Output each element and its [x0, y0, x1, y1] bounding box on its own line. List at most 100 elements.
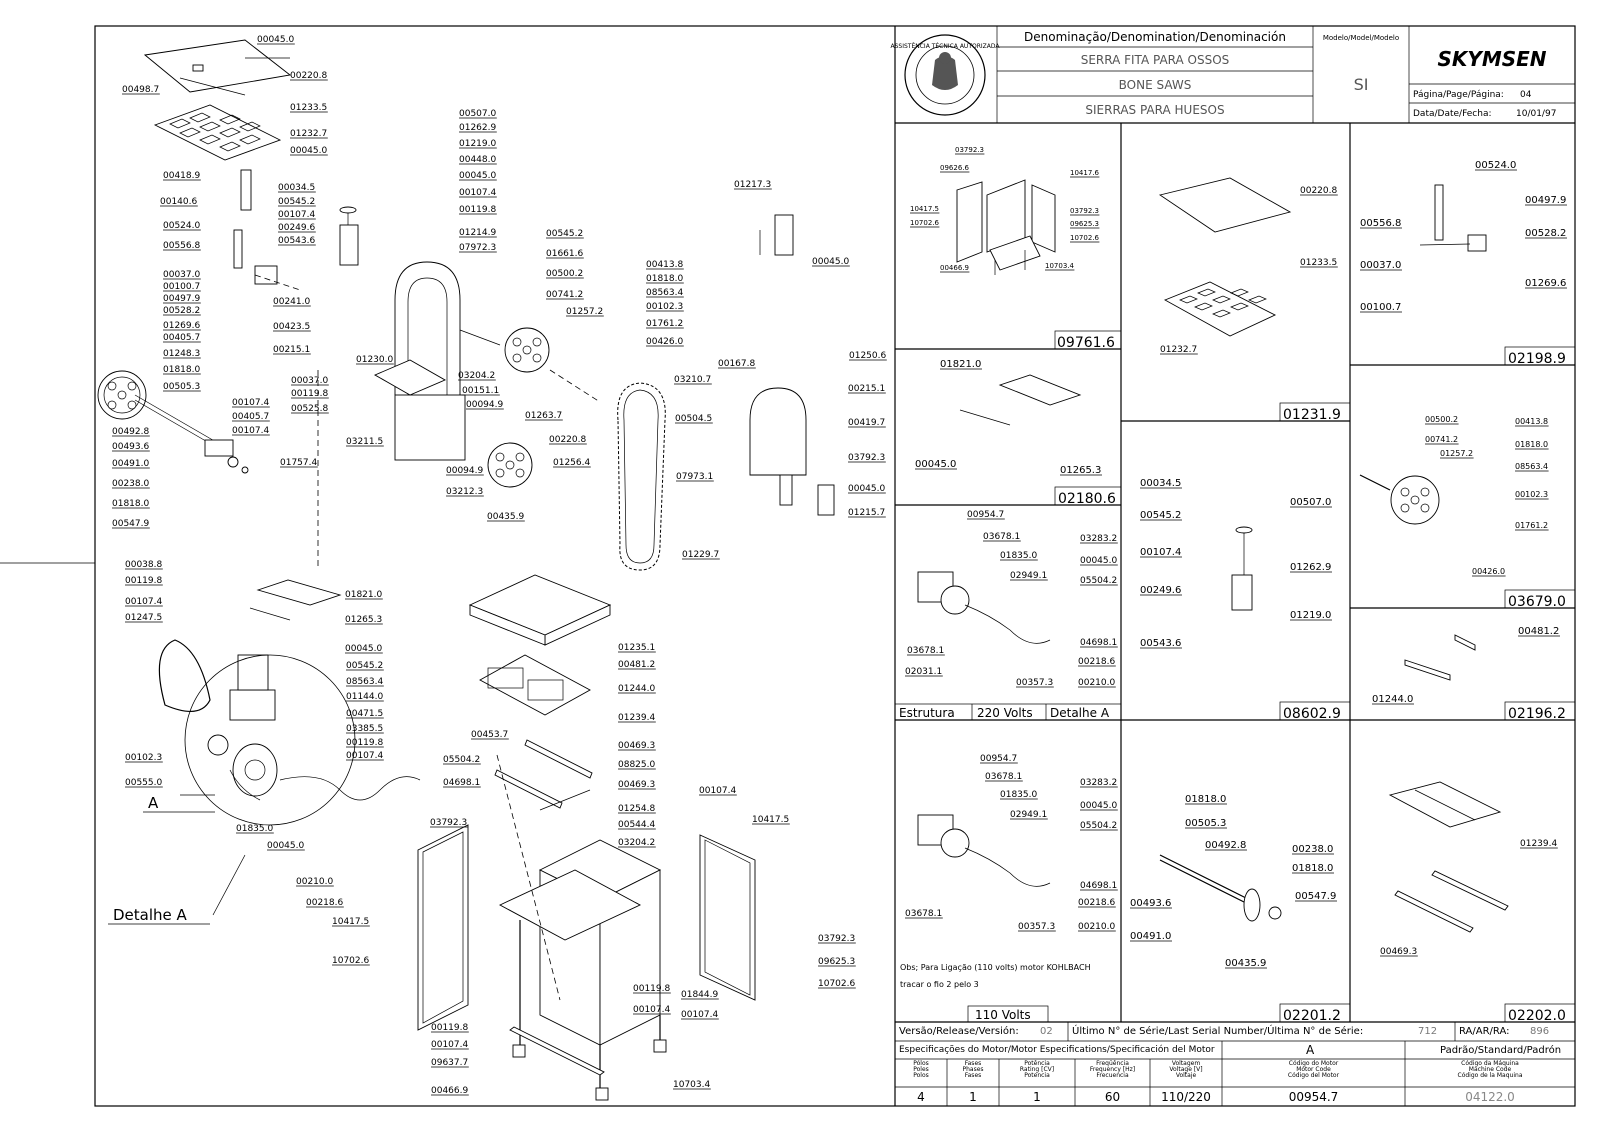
- motor-group-label-9: 00119.8: [346, 738, 383, 748]
- panel-caption-110v: 110 Volts: [975, 1008, 1031, 1022]
- motor-group-label-7: 00471.5: [346, 709, 383, 719]
- center-assembly-label-24: 00119.8: [291, 389, 328, 399]
- panel-110V-label-11: 00210.0: [1078, 922, 1115, 932]
- panel-08602.9-label-4: 01262.9: [1290, 562, 1331, 573]
- left-assembly-label-9: 01248.3: [163, 349, 200, 359]
- far-right-label-4: 03210.7: [674, 375, 711, 385]
- center-assembly-label-6: 00119.8: [459, 205, 496, 215]
- motor-group-label-4: 00545.2: [346, 661, 383, 671]
- model-value: SI: [1354, 75, 1369, 94]
- center-assembly-label-35: 01256.4: [553, 458, 590, 468]
- panel-id-02202.0: 02202.0: [1508, 1008, 1566, 1024]
- captions: A Detalhe A: [108, 794, 215, 925]
- motor-group-label-17: 00210.0: [296, 877, 333, 887]
- panel-220V-label-3: 01835.0: [1000, 551, 1037, 561]
- center-assembly-label-26: 03204.2: [458, 371, 495, 381]
- panel-03679.0-label-8: 00426.0: [1472, 567, 1505, 576]
- left-assembly-label-8: 00405.7: [163, 333, 200, 343]
- panel-03679.0-label-7: 01761.2: [1515, 521, 1548, 530]
- cabinet-label-2: 01244.0: [618, 684, 655, 694]
- center-assembly-label-13: 01257.2: [566, 307, 603, 317]
- center-assembly-label-2: 01219.0: [459, 139, 496, 149]
- motor-group-label-2: 00107.4: [125, 597, 162, 607]
- panel-02201.2-label-4: 01818.0: [1292, 863, 1333, 874]
- panel-08602.9-label-6: 00543.6: [1140, 638, 1181, 649]
- center-assembly-label-22: 01230.0: [356, 355, 393, 365]
- far-right-label-6: 00419.7: [848, 418, 885, 428]
- panel-02198.9-label-0: 00524.0: [1475, 160, 1516, 171]
- far-right-label-10: 00045.0: [848, 484, 885, 494]
- motor-group-label-20: 01265.3: [345, 615, 382, 625]
- left-assembly-label-4: 00100.7: [163, 282, 200, 292]
- center-assembly-label-21: 00215.1: [273, 345, 310, 355]
- center-assembly-label-1: 01262.9: [459, 123, 496, 133]
- panel-09761.6-label-9: 10703.4: [1045, 262, 1074, 270]
- center-assembly-label-11: 00500.2: [546, 269, 583, 279]
- cabinet-label-17: 09625.3: [818, 957, 855, 967]
- left-assembly-label-13: 00405.7: [232, 412, 269, 422]
- far-right-label-2: 00167.8: [718, 359, 755, 369]
- page-label: Página/Page/Página:: [1413, 90, 1504, 100]
- center-assembly-label-31: 01757.4: [280, 458, 317, 468]
- left-assembly-label-12: 00107.4: [232, 398, 269, 408]
- model-header: Modelo/Model/Modelo: [1323, 34, 1399, 42]
- panel-09761.6-label-2: 10417.5: [910, 205, 939, 213]
- center-assembly-label-14: 00034.5: [278, 183, 315, 193]
- panel-02180.6-label-0: 01821.0: [940, 359, 981, 370]
- left-assembly-label-11: 00505.3: [163, 382, 200, 392]
- top-cover-label-3: 01233.5: [290, 103, 327, 113]
- left-assembly-label-7: 01269.6: [163, 321, 200, 331]
- panel-09761.6-label-3: 10702.6: [910, 219, 939, 227]
- center-assembly-label-28: 00094.9: [466, 400, 503, 410]
- center-assembly-label-27: 00151.1: [462, 386, 499, 396]
- panel-02201.2-label-3: 00238.0: [1292, 844, 1333, 855]
- panel-08602.9-label-3: 00107.4: [1140, 547, 1181, 558]
- date-label: Data/Date/Fecha:: [1413, 109, 1492, 119]
- panel-03679.0-label-2: 00741.2: [1425, 435, 1458, 444]
- right-wheel-label-2: 08563.4: [646, 288, 683, 298]
- panel-110V-label-4: 00045.0: [1080, 801, 1117, 811]
- cabinet-label-21: 00107.4: [633, 1005, 670, 1015]
- left-assembly-label-18: 00238.0: [112, 479, 149, 489]
- panel-02198.9-label-6: 00100.7: [1360, 302, 1401, 313]
- center-assembly-label-12: 00741.2: [546, 290, 583, 300]
- cabinet-label-22: 00107.4: [681, 1010, 718, 1020]
- motor-group-label-13: 05504.2: [443, 755, 480, 765]
- cabinet-label-5: 00469.3: [618, 741, 655, 751]
- left-assembly-label-5: 00497.9: [163, 294, 200, 304]
- left-assembly-label-0: 00140.6: [160, 197, 197, 207]
- panel-02202.0-label-0: 01239.4: [1520, 839, 1557, 849]
- panel-08602.9-label-0: 00034.5: [1140, 478, 1181, 489]
- page-value: 04: [1520, 90, 1532, 100]
- panel-02201.2-label-0: 01818.0: [1185, 794, 1226, 805]
- panel-220V-label-2: 03283.2: [1080, 534, 1117, 544]
- cabinet-label-27: 10703.4: [673, 1080, 710, 1090]
- cabinet-label-3: 01239.4: [618, 713, 655, 723]
- right-wheel-label-1: 01818.0: [646, 274, 683, 284]
- panel-02196.2-label-0: 00481.2: [1518, 626, 1559, 637]
- panel-110V-label-8: 03678.1: [905, 909, 942, 919]
- panel-220V-label-11: 00218.6: [1078, 657, 1115, 667]
- top-cover-label-0: 00045.0: [257, 35, 294, 45]
- cabinet-label-14: 10417.5: [332, 917, 369, 927]
- panel-110V-label-3: 01835.0: [1000, 790, 1037, 800]
- panel-110V-label-0: 00954.7: [980, 754, 1017, 764]
- cabinet-label-7: 00469.3: [618, 780, 655, 790]
- panel-02201.2-label-8: 00435.9: [1225, 958, 1266, 969]
- center-assembly-label-10: 01661.6: [546, 249, 583, 259]
- panel-02198.9-label-4: 00037.0: [1360, 260, 1401, 271]
- center-assembly-label-5: 00107.4: [459, 188, 496, 198]
- cabinet-label-18: 10702.6: [818, 979, 855, 989]
- motor-group-label-8: 03385.5: [346, 724, 383, 734]
- panel-220V-label-5: 02949.1: [1010, 571, 1047, 581]
- panel-08602.9-label-2: 00545.2: [1140, 510, 1181, 521]
- panel-01231.9-label-2: 01232.7: [1160, 345, 1197, 355]
- motor-group-label-12: 00555.0: [125, 778, 162, 788]
- cabinet-label-16: 03792.3: [818, 934, 855, 944]
- panel-01231.9-label-0: 00220.8: [1300, 186, 1337, 196]
- cabinet-label-25: 09637.7: [431, 1058, 468, 1068]
- panel-grid: [894, 123, 1576, 1023]
- title-block: ASSISTÊNCIA TÉCNICA AUTORIZADA Denominaç…: [891, 26, 1575, 124]
- detail-callout: A: [148, 794, 159, 812]
